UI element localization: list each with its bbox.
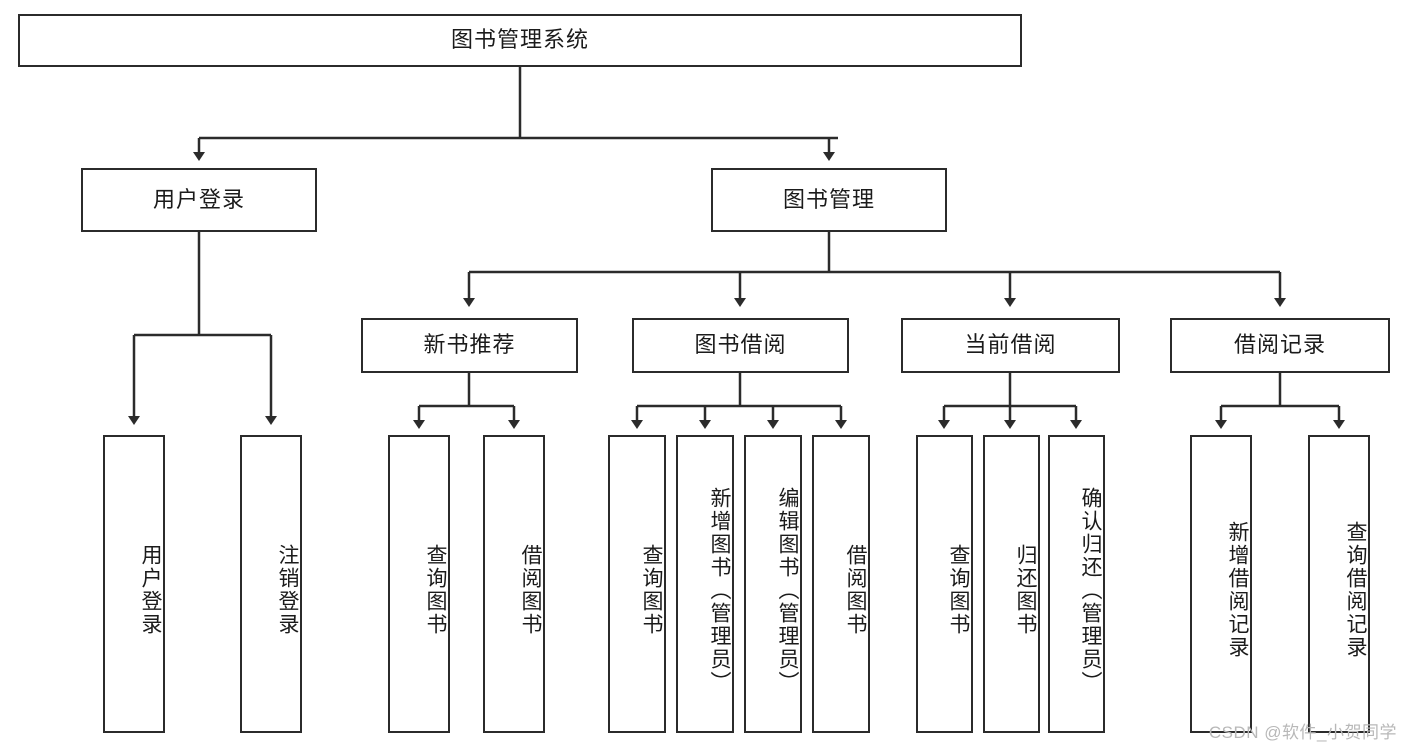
node-leaf-add-book[interactable]: 新增图书（管理员） <box>676 435 734 733</box>
node-leaf-edit-book[interactable]: 编辑图书（管理员） <box>744 435 802 733</box>
node-leaf-logout[interactable]: 注销登录 <box>240 435 302 733</box>
node-root-label: 图书管理系统 <box>450 27 589 53</box>
node-leaf-add-record[interactable]: 新增借阅记录 <box>1190 435 1252 733</box>
node-leaf-user-login[interactable]: 用户登录 <box>103 435 165 733</box>
node-leaf-borrow-book-2[interactable]: 借阅图书 <box>812 435 870 733</box>
node-leaf-query-book-3-label: 查询图书 <box>947 544 970 636</box>
node-leaf-confirm-return-label: 确认归还（管理员） <box>1079 486 1102 694</box>
node-leaf-query-book-2-label: 查询图书 <box>640 544 663 636</box>
node-leaf-borrow-book-2-label: 借阅图书 <box>844 544 867 636</box>
node-leaf-user-login-label: 用户登录 <box>139 544 162 636</box>
node-leaf-query-book-3[interactable]: 查询图书 <box>916 435 973 733</box>
node-leaf-query-record[interactable]: 查询借阅记录 <box>1308 435 1370 733</box>
node-leaf-query-book-1[interactable]: 查询图书 <box>388 435 450 733</box>
node-book-borrow-label: 图书借阅 <box>694 332 787 358</box>
node-leaf-add-record-label: 新增借阅记录 <box>1226 521 1249 659</box>
node-book-manage-label: 图书管理 <box>782 186 875 212</box>
node-leaf-borrow-book-1-label: 借阅图书 <box>519 544 542 636</box>
node-leaf-borrow-book-1[interactable]: 借阅图书 <box>483 435 545 733</box>
node-book-manage[interactable]: 图书管理 <box>711 168 947 232</box>
node-new-book-rec-label: 新书推荐 <box>423 332 516 358</box>
node-user-login-label: 用户登录 <box>152 186 245 212</box>
node-current-borrow-label: 当前借阅 <box>964 332 1057 358</box>
node-leaf-return-book-label: 归还图书 <box>1014 544 1037 636</box>
node-leaf-query-book-1-label: 查询图书 <box>424 544 447 636</box>
node-leaf-edit-book-label: 编辑图书（管理员） <box>776 486 799 694</box>
node-leaf-return-book[interactable]: 归还图书 <box>983 435 1040 733</box>
node-book-borrow[interactable]: 图书借阅 <box>632 318 849 373</box>
csdn-watermark: CSDN @软件_小贺同学 <box>1208 723 1397 742</box>
node-leaf-query-record-label: 查询借阅记录 <box>1344 521 1367 659</box>
node-borrow-record[interactable]: 借阅记录 <box>1170 318 1390 373</box>
node-leaf-query-book-2[interactable]: 查询图书 <box>608 435 666 733</box>
node-new-book-rec[interactable]: 新书推荐 <box>361 318 578 373</box>
node-user-login[interactable]: 用户登录 <box>81 168 317 232</box>
node-leaf-add-book-label: 新增图书（管理员） <box>708 486 731 694</box>
node-root[interactable]: 图书管理系统 <box>18 14 1022 67</box>
node-current-borrow[interactable]: 当前借阅 <box>901 318 1120 373</box>
node-borrow-record-label: 借阅记录 <box>1233 332 1326 358</box>
node-leaf-confirm-return[interactable]: 确认归还（管理员） <box>1048 435 1105 733</box>
node-leaf-logout-label: 注销登录 <box>276 544 299 636</box>
